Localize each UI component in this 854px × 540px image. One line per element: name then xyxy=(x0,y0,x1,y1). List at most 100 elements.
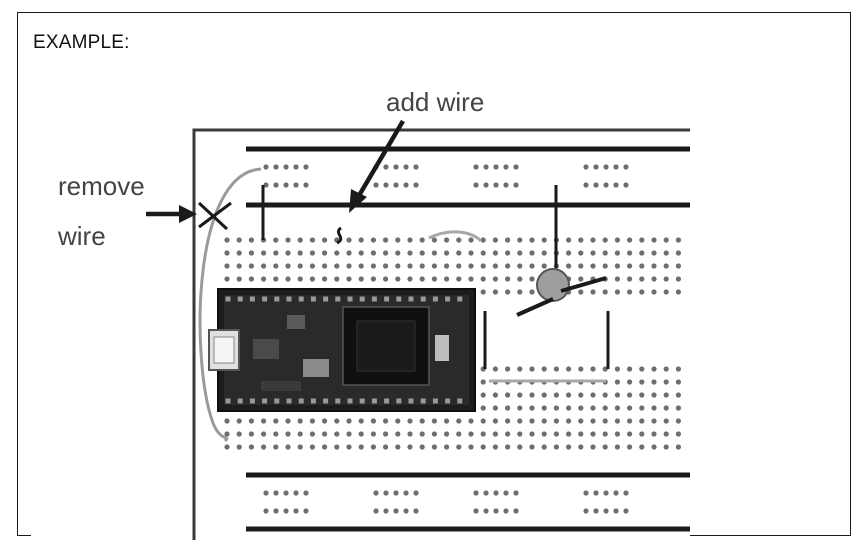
breadboard-hole xyxy=(431,250,437,256)
breadboard-hole xyxy=(419,276,425,282)
breadboard-hole xyxy=(373,508,379,514)
breadboard-hole xyxy=(517,431,523,437)
breadboard-hole xyxy=(413,490,419,496)
header-pin xyxy=(262,398,268,404)
breadboard-hole xyxy=(293,182,299,188)
breadboard-hole xyxy=(553,392,560,398)
breadboard-hole xyxy=(346,250,352,256)
breadboard-hole xyxy=(639,237,645,243)
breadboard-hole xyxy=(590,366,596,372)
breadboard-hole xyxy=(593,182,599,188)
breadboard-hole xyxy=(393,164,399,170)
breadboard-hole xyxy=(283,164,289,170)
breadboard-hole xyxy=(285,276,291,282)
breadboard-hole xyxy=(224,263,230,269)
breadboard-hole xyxy=(322,276,328,282)
breadboard-hole xyxy=(663,263,669,269)
add-wire-label: add wire xyxy=(386,87,484,117)
breadboard-hole xyxy=(602,444,608,450)
breadboard-hole xyxy=(623,182,629,188)
header-pin xyxy=(396,398,402,404)
breadboard-hole xyxy=(407,263,413,269)
breadboard-hole xyxy=(224,431,230,437)
breadboard-hole xyxy=(322,237,328,243)
breadboard-hole xyxy=(383,444,389,450)
breadboard-hole xyxy=(303,508,309,514)
header-pin xyxy=(457,398,463,404)
breadboard-hole xyxy=(614,237,621,243)
breadboard-hole xyxy=(529,444,535,450)
header-pin xyxy=(225,296,231,302)
breadboard-hole xyxy=(529,289,535,295)
breadboard-hole xyxy=(407,444,413,450)
breadboard-hole xyxy=(370,237,376,243)
breadboard-hole xyxy=(503,490,509,496)
header-pin xyxy=(371,296,377,302)
breadboard-hole xyxy=(541,250,547,256)
breadboard-hole xyxy=(583,508,589,514)
breadboard-hole xyxy=(627,263,633,269)
breadboard-hole xyxy=(492,431,498,437)
breadboard-hole xyxy=(273,164,279,170)
breadboard-hole xyxy=(248,418,254,424)
breadboard-hole xyxy=(483,164,489,170)
breadboard-hole xyxy=(492,263,498,269)
breadboard-hole xyxy=(566,405,572,411)
breadboard-hole xyxy=(273,418,279,424)
breadboard-hole xyxy=(263,164,269,170)
breadboard-hole xyxy=(675,263,682,269)
breadboard-hole xyxy=(261,276,267,282)
header-pin xyxy=(457,296,463,302)
breadboard-hole xyxy=(283,508,289,514)
breadboard-holes xyxy=(224,164,682,514)
breadboard-hole xyxy=(627,289,633,295)
breadboard-hole xyxy=(541,237,547,243)
breadboard-hole xyxy=(273,182,279,188)
breadboard-hole xyxy=(614,263,621,269)
breadboard-hole xyxy=(627,444,633,450)
breadboard-hole xyxy=(261,263,267,269)
header-pin xyxy=(432,296,438,302)
breadboard-hole xyxy=(517,263,523,269)
breadboard-hole xyxy=(602,392,608,398)
header-pin xyxy=(335,398,341,404)
breadboard-hole xyxy=(505,289,511,295)
header-pin xyxy=(408,398,414,404)
breadboard-hole xyxy=(590,418,596,424)
breadboard-hole xyxy=(517,444,523,450)
breadboard-hole xyxy=(505,250,511,256)
breadboard-hole xyxy=(529,276,535,282)
breadboard-hole xyxy=(403,164,409,170)
breadboard-hole xyxy=(627,366,633,372)
breadboard-hole xyxy=(261,418,267,424)
breadboard-hole xyxy=(578,263,584,269)
header-pin xyxy=(384,296,390,302)
breadboard-hole xyxy=(529,263,535,269)
breadboard-hole xyxy=(627,276,633,282)
breadboard-hole xyxy=(483,490,489,496)
breadboard-hole xyxy=(493,182,499,188)
breadboard-hole xyxy=(273,276,279,282)
breadboard-hole xyxy=(322,418,328,424)
breadboard-hole xyxy=(553,405,560,411)
breadboard-hole xyxy=(293,490,299,496)
breadboard-hole xyxy=(675,237,682,243)
gray-wires xyxy=(428,230,606,383)
breadboard-hole xyxy=(614,418,621,424)
breadboard-hole xyxy=(383,508,389,514)
breadboard-hole xyxy=(483,508,489,514)
breadboard-diagram: add wire remove wire xyxy=(57,87,690,540)
breadboard-hole xyxy=(273,508,279,514)
breadboard-hole xyxy=(603,182,609,188)
breadboard-hole xyxy=(383,418,389,424)
breadboard-hole xyxy=(651,276,657,282)
header-pin xyxy=(286,398,292,404)
breadboard-hole xyxy=(224,444,230,450)
breadboard-hole xyxy=(395,418,401,424)
breadboard-hole xyxy=(273,431,279,437)
breadboard-hole xyxy=(578,289,584,295)
breadboard-hole xyxy=(444,237,450,243)
breadboard-hole xyxy=(541,431,547,437)
breadboard-hole xyxy=(370,444,376,450)
breadboard-hole xyxy=(651,392,657,398)
